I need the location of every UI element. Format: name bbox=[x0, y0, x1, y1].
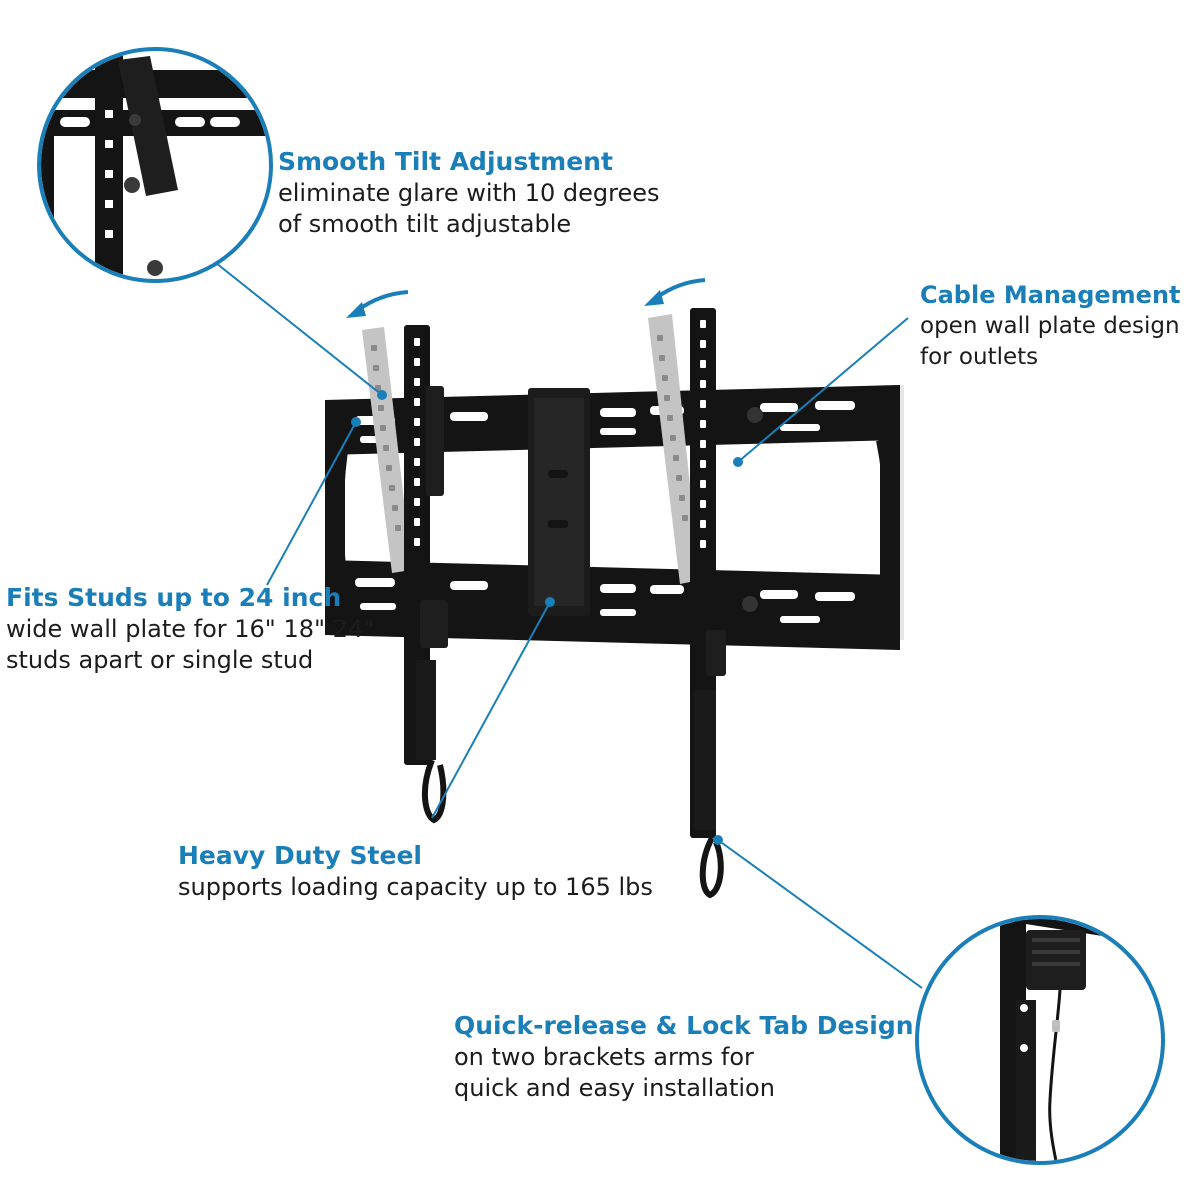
callout-text: studs apart or single stud bbox=[6, 646, 314, 674]
callout-title: Quick-release & Lock Tab Design bbox=[454, 1011, 914, 1040]
inset-tilt-hinge bbox=[37, 47, 273, 283]
callout-cable-management: Cable Management open wall plate design … bbox=[920, 279, 1181, 373]
bracket-arm-left bbox=[404, 325, 448, 824]
leader-dot-icon bbox=[351, 417, 361, 427]
callout-title: Cable Management bbox=[920, 281, 1181, 309]
callout-text: of smooth tilt adjustable bbox=[278, 210, 572, 238]
callout-title: Heavy Duty Steel bbox=[178, 841, 422, 870]
leader-dot-icon bbox=[545, 597, 555, 607]
callout-smooth-tilt: Smooth Tilt Adjustment eliminate glare w… bbox=[278, 146, 660, 240]
leader-dot-icon bbox=[713, 835, 723, 845]
leader-dot-icon bbox=[377, 390, 387, 400]
tilt-arrow-icon bbox=[346, 290, 409, 318]
wall-plate bbox=[325, 385, 904, 650]
callout-quick-release: Quick-release & Lock Tab Design on two b… bbox=[454, 1010, 914, 1104]
callout-fits-studs: Fits Studs up to 24 inch wide wall plate… bbox=[6, 582, 374, 676]
callout-text: open wall plate design bbox=[920, 313, 1180, 339]
tilted-arm-right bbox=[648, 314, 700, 584]
leader-dots bbox=[351, 390, 743, 845]
bracket-arm-right bbox=[690, 308, 726, 899]
callout-text: for outlets bbox=[920, 344, 1039, 370]
callout-text: wide wall plate for 16" 18" 24" bbox=[6, 615, 375, 643]
callout-text: on two brackets arms for bbox=[454, 1043, 754, 1071]
callout-text: supports loading capacity up to 165 lbs bbox=[178, 873, 653, 901]
leader-lines bbox=[215, 262, 923, 989]
callout-text: eliminate glare with 10 degrees bbox=[278, 179, 660, 207]
callout-title: Fits Studs up to 24 inch bbox=[6, 583, 342, 612]
tilt-arrow-icon bbox=[644, 278, 706, 306]
callout-title: Smooth Tilt Adjustment bbox=[278, 147, 613, 176]
callout-text: quick and easy installation bbox=[454, 1074, 775, 1102]
leader-dot-icon bbox=[733, 457, 743, 467]
callout-heavy-duty-steel: Heavy Duty Steel supports loading capaci… bbox=[178, 840, 653, 903]
inset-lock-tab bbox=[915, 915, 1165, 1165]
